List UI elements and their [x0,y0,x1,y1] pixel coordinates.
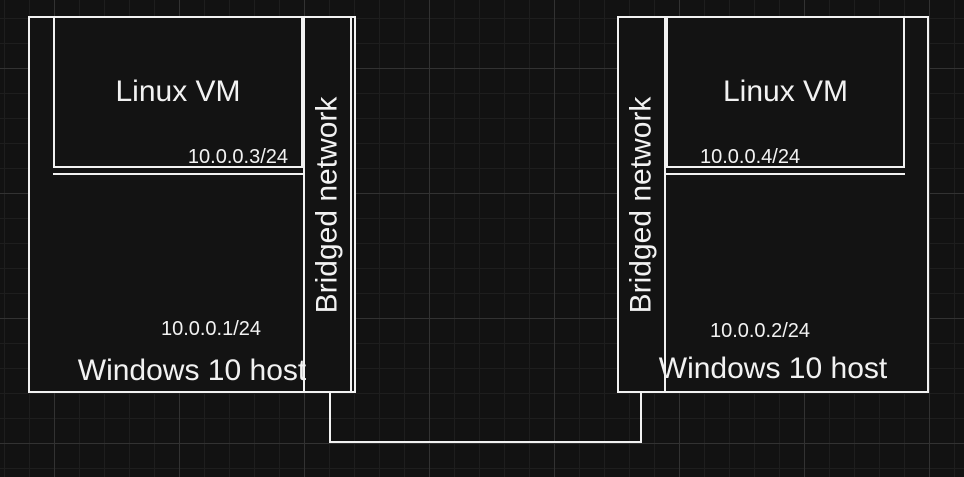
connector-segment-right[interactable] [640,393,642,443]
windows-host-1-label: Windows 10 host [77,354,307,387]
windows-host-1-ip: 10.0.0.1/24 [160,318,262,340]
linux-vm-2-ip: 10.0.0.4/24 [700,146,801,168]
bridged-network-1-label: Bridged network [310,96,344,313]
windows-host-2-label: Windows 10 host [658,352,888,385]
connector-segment-middle[interactable] [329,441,642,443]
windows-host-2-ip: 10.0.0.2/24 [709,320,811,342]
linux-vm-1-label: Linux VM [115,75,241,108]
linux-vm-2-box[interactable] [666,16,905,168]
vm-1-divider-line[interactable] [53,173,303,175]
bridged-network-2-bar[interactable]: Bridged network [617,16,666,393]
connector-segment-left[interactable] [329,393,331,443]
linux-vm-1-ip: 10.0.0.3/24 [187,146,288,168]
bridged-network-2-label: Bridged network [624,96,658,313]
bridged-network-1-bar[interactable]: Bridged network [303,16,352,393]
vm-2-divider-line[interactable] [666,173,905,175]
linux-vm-1-box[interactable] [53,16,303,168]
linux-vm-2-label: Linux VM [722,75,849,108]
